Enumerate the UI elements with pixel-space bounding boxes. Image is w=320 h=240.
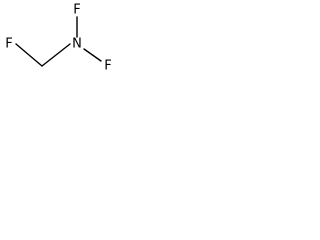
atom-label-fluorine-right: F xyxy=(104,58,112,74)
atom-label-fluorine-top: F xyxy=(73,2,81,18)
atom-label-nitrogen: N xyxy=(72,36,82,52)
atom-label-fluorine-left: F xyxy=(5,36,13,52)
bond-c-n xyxy=(41,43,71,67)
bond-n-f-right xyxy=(83,48,102,62)
structure-canvas: F F N F xyxy=(0,0,118,78)
molecule-diagram xyxy=(15,16,102,67)
bond-f-c xyxy=(15,43,43,67)
